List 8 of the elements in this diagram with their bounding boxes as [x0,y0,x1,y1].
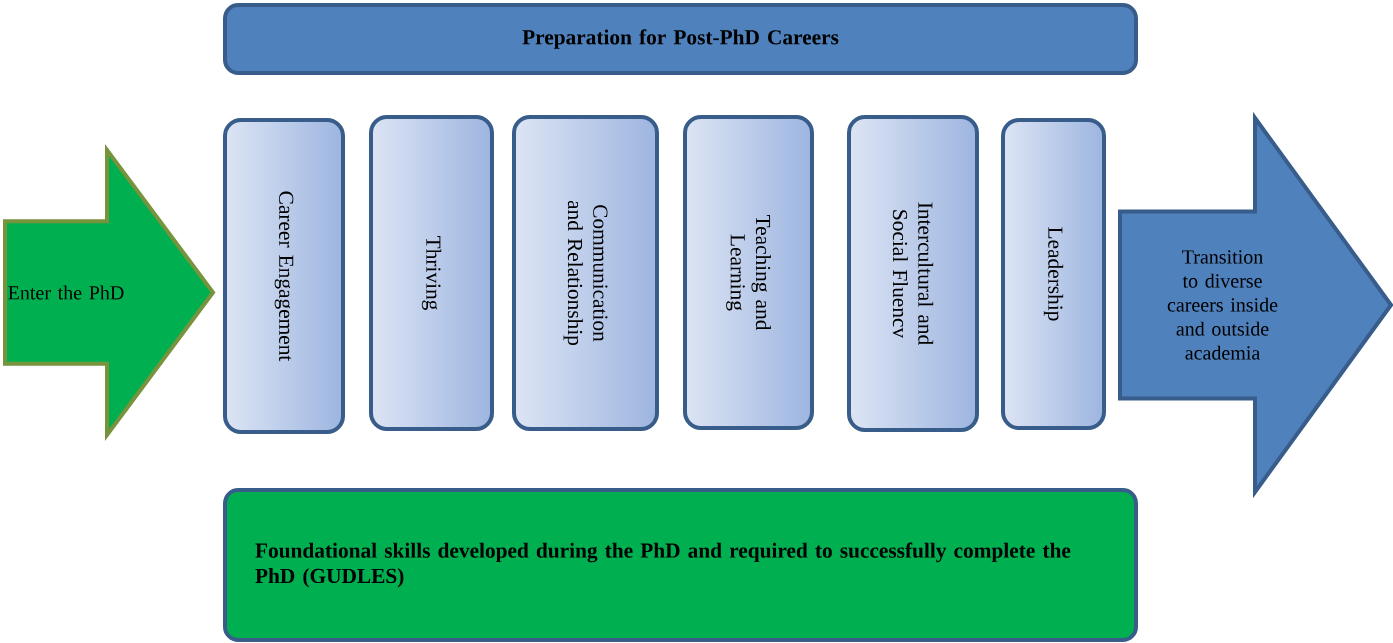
skill-column: Leadership [1001,118,1106,430]
skill-column: Career Engagement [223,118,345,434]
skill-column: Thriving [369,115,494,431]
banner-box: Preparation for Post-PhD Careers [223,3,1138,75]
skill-column: Teaching and Learning [683,115,814,430]
skill-column: Communication and Relationship [512,115,659,431]
banner-box: Foundational skills developed during the PhD and required to successfully complete the PhD (GUDLES) [223,488,1138,642]
skill-column: Intercultural and Social Fluencv [847,115,979,432]
